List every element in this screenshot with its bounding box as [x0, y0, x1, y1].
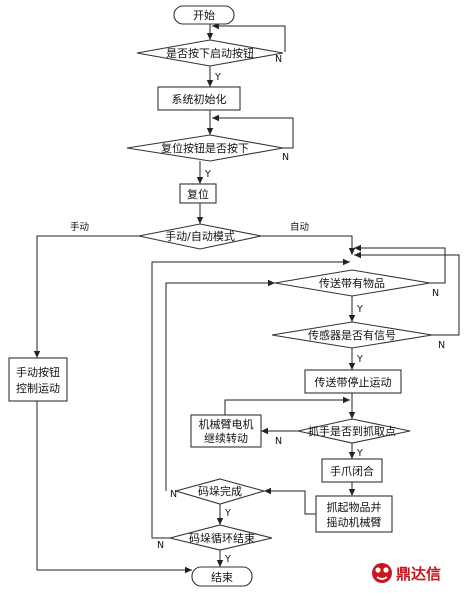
- motor-process: 机械臂电机 继续转动: [190, 414, 262, 448]
- watermark-text: 鼎达信: [396, 565, 441, 583]
- lift-label-2: 摇动机械臂: [327, 515, 382, 529]
- motor-label-1: 机械臂电机: [199, 417, 254, 431]
- check-start-decision: 是否按下启动按钮: [136, 39, 284, 67]
- init-process: 系统初始化: [157, 86, 241, 111]
- grab-point-label: 抓手是否到抓取点: [308, 424, 396, 438]
- has-item-no-label: N: [432, 288, 439, 299]
- check-start-label: 是否按下启动按钮: [166, 46, 254, 60]
- loop-end-yes-label: Y: [224, 554, 231, 565]
- check-reset-decision: 复位按钮是否按下: [126, 134, 284, 162]
- sensor-decision: 传感器是否有信号: [271, 321, 433, 349]
- sensor-label: 传感器是否有信号: [308, 328, 396, 342]
- manual-op-label-2: 控制运动: [16, 381, 60, 395]
- stack-done-label: 码垛完成: [198, 484, 242, 498]
- has-item-yes-label: Y: [356, 304, 363, 315]
- check-start-no-label: N: [275, 54, 282, 65]
- gripper-close-process: 手爪闭合: [321, 458, 383, 483]
- has-item-label: 传送带有物品: [319, 276, 385, 290]
- auto-branch-label: 自动: [290, 221, 309, 233]
- check-start-yes-label: Y: [214, 72, 221, 83]
- check-reset-yes-label: Y: [204, 169, 211, 180]
- sensor-no-label: N: [438, 340, 445, 351]
- init-label: 系统初始化: [172, 92, 227, 106]
- connectors: [33, 22, 460, 574]
- grab-point-no-label: N: [275, 436, 282, 447]
- manual-op-label-1: 手动按钮: [16, 365, 60, 379]
- check-reset-label: 复位按钮是否按下: [161, 141, 249, 155]
- sensor-yes-label: Y: [356, 354, 363, 365]
- gripper-close-label: 手爪闭合: [330, 464, 374, 478]
- start-label: 开始: [193, 8, 215, 22]
- stack-done-yes-label: Y: [224, 508, 231, 519]
- mode-decision: 手动/自动模式: [138, 223, 262, 250]
- watermark-logo-icon: [372, 563, 392, 583]
- watermark: 鼎达信: [372, 563, 441, 583]
- stack-loop-end-label: 码垛循环结束: [189, 532, 255, 545]
- reset-label: 复位: [187, 187, 209, 201]
- motor-label-2: 继续转动: [204, 431, 248, 445]
- manual-op-process: 手动按钮 控制运动: [8, 357, 68, 402]
- lift-process: 抓起物品并 摇动机械臂: [315, 495, 393, 533]
- end-label: 结束: [211, 571, 233, 584]
- edge-labels: N Y N Y 手动 自动 N Y N Y N Y N Y N Y: [70, 54, 445, 565]
- manual-branch-label: 手动: [70, 221, 89, 233]
- stack-loop-end-decision: 码垛循环结束: [169, 524, 273, 551]
- stop-belt-process: 传送带停止运动: [304, 369, 402, 394]
- has-item-decision: 传送带有物品: [274, 269, 431, 297]
- start-node: 开始: [173, 5, 235, 25]
- grab-point-decision: 抓手是否到抓取点: [297, 418, 411, 444]
- lift-label-1: 抓起物品并: [327, 500, 382, 514]
- grab-point-yes-label: Y: [356, 448, 363, 459]
- reset-process: 复位: [179, 183, 217, 204]
- check-reset-no-label: N: [282, 152, 289, 163]
- stack-done-no-label: N: [170, 489, 177, 500]
- end-node: 结束: [191, 566, 253, 587]
- mode-label: 手动/自动模式: [165, 229, 235, 243]
- stack-done-decision: 码垛完成: [173, 478, 267, 505]
- loop-end-no-label: N: [157, 540, 164, 551]
- stop-belt-label: 传送带停止运动: [315, 375, 392, 389]
